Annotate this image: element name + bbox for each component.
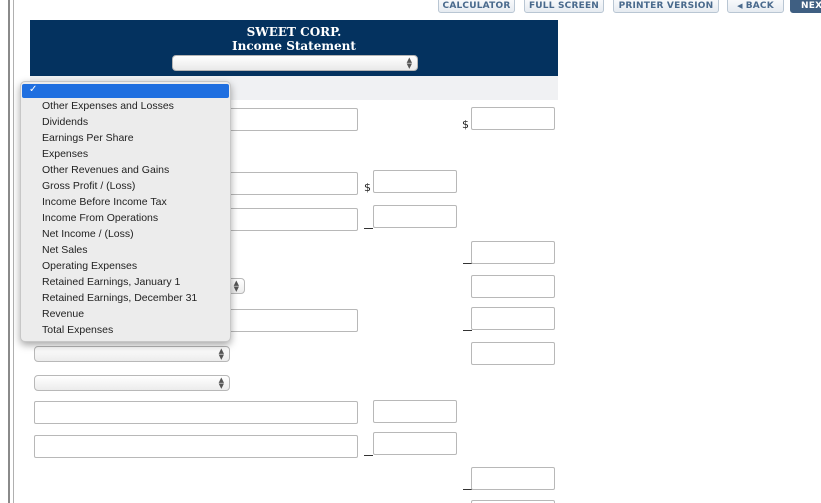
company-name: SWEET CORP. <box>246 25 342 39</box>
account-name-input[interactable] <box>228 108 358 131</box>
dropdown-option[interactable]: Retained Earnings, January 1 <box>42 276 181 288</box>
account-name-input[interactable] <box>228 208 358 231</box>
calculator-label: CALCULATOR <box>442 0 511 11</box>
total-amount-input[interactable] <box>471 307 555 330</box>
account-name-input[interactable] <box>228 309 358 332</box>
dollar-sign: $ <box>364 181 371 194</box>
underline-mark <box>463 330 472 331</box>
dropdown-option[interactable]: Dividends <box>42 116 89 128</box>
dropdown-option[interactable]: Other Revenues and Gains <box>42 164 170 176</box>
statement-title: Income Statement <box>232 39 356 53</box>
printer-version-button[interactable]: PRINTER VERSION <box>613 0 719 13</box>
dropdown-option[interactable]: Earnings Per Share <box>42 132 134 144</box>
frame-divider-inner <box>13 0 14 503</box>
total-amount-input[interactable] <box>471 275 555 298</box>
printer-version-label: PRINTER VERSION <box>618 0 714 11</box>
account-select[interactable]: ▲▼ <box>34 375 230 391</box>
total-amount-input[interactable] <box>471 500 555 503</box>
next-label: NEX <box>801 0 821 11</box>
select-arrows-icon: ▲▼ <box>406 56 412 70</box>
select-arrows-icon: ▲▼ <box>218 376 224 390</box>
account-select[interactable]: ▲▼ <box>34 346 230 362</box>
select-arrows-icon: ▲▼ <box>218 347 224 361</box>
account-dropdown-menu: ✓ Other Expenses and Losses Dividends Ea… <box>20 81 231 342</box>
full-screen-label: FULL SCREEN <box>528 0 600 11</box>
dropdown-option[interactable]: Net Income / (Loss) <box>42 228 134 240</box>
chevron-left-icon: ◀ <box>737 1 743 10</box>
dropdown-option[interactable]: Expenses <box>42 148 89 160</box>
checkmark-icon: ✓ <box>29 84 38 95</box>
dollar-sign: $ <box>462 118 469 131</box>
dropdown-option[interactable]: Revenue <box>42 308 85 320</box>
dropdown-option[interactable]: Income Before Income Tax <box>42 196 167 208</box>
amount-input[interactable] <box>373 205 457 228</box>
period-select[interactable]: ▲▼ <box>172 55 418 71</box>
total-amount-input[interactable] <box>471 342 555 365</box>
amount-input[interactable] <box>373 400 457 423</box>
dropdown-option[interactable]: Total Expenses <box>42 324 114 336</box>
statement-header: SWEET CORP. Income Statement ▲▼ <box>30 20 558 76</box>
underline-mark <box>463 263 472 264</box>
dropdown-selected-blank-option[interactable]: ✓ <box>22 84 229 98</box>
dropdown-option[interactable]: Income From Operations <box>42 212 159 224</box>
amount-input[interactable] <box>373 432 457 455</box>
dropdown-option[interactable]: Gross Profit / (Loss) <box>42 180 136 192</box>
next-button[interactable]: NEX <box>790 0 821 13</box>
back-button[interactable]: ◀ BACK <box>727 0 784 13</box>
underline-mark <box>364 455 373 456</box>
back-label: BACK <box>745 0 774 11</box>
total-amount-input[interactable] <box>471 107 555 130</box>
underline-mark <box>463 489 472 490</box>
calculator-button[interactable]: CALCULATOR <box>438 0 515 13</box>
amount-input[interactable] <box>373 170 457 193</box>
total-amount-input[interactable] <box>471 467 555 490</box>
dropdown-option[interactable]: Operating Expenses <box>42 260 138 272</box>
full-screen-button[interactable]: FULL SCREEN <box>524 0 604 13</box>
underline-mark <box>364 228 373 229</box>
select-arrows-icon: ▲▼ <box>233 279 239 293</box>
dropdown-option[interactable]: Other Expenses and Losses <box>42 100 174 112</box>
account-name-input[interactable] <box>34 435 358 458</box>
account-name-input[interactable] <box>228 172 358 195</box>
total-amount-input[interactable] <box>471 241 555 264</box>
account-name-input[interactable] <box>34 401 358 424</box>
frame-divider <box>8 0 10 503</box>
dropdown-option[interactable]: Net Sales <box>42 244 88 256</box>
dropdown-option[interactable]: Retained Earnings, December 31 <box>42 292 198 304</box>
